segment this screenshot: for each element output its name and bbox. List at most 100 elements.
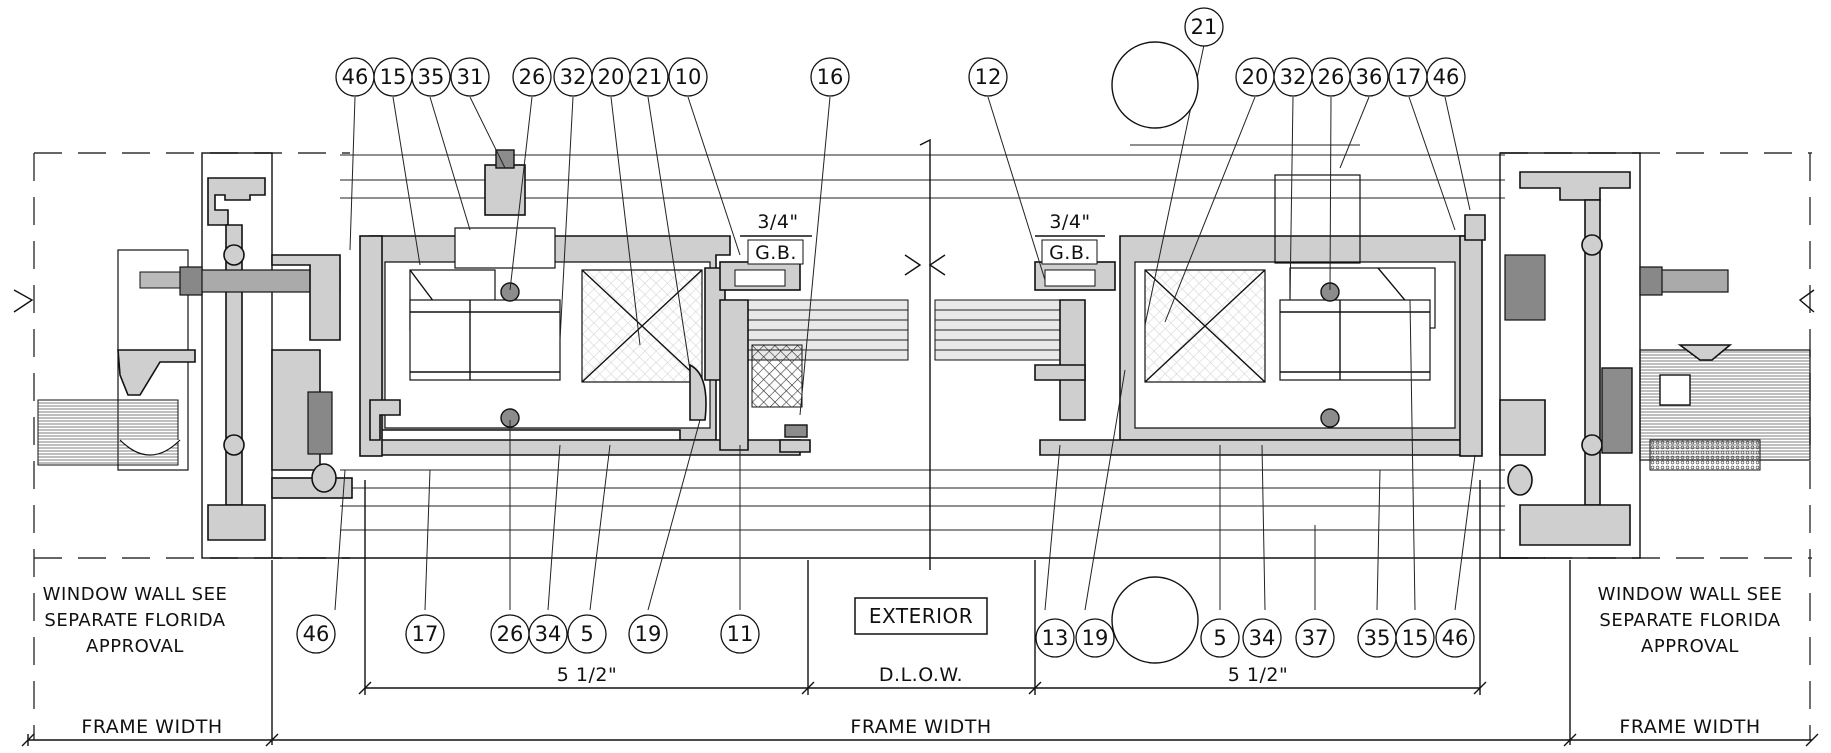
gb-annotation-right: 3/4" G.B. [1035, 211, 1105, 265]
note-line: SEPARATE FLORIDA [44, 610, 225, 631]
window-wall-note-right: WINDOW WALL SEE SEPARATE FLORIDA APPROVA… [1598, 584, 1783, 657]
right-frame-section [1034, 174, 1486, 457]
callout-bubble: 32 [1273, 57, 1313, 97]
callout-bubble: 19 [1075, 618, 1115, 658]
callout-bubble: 20 [591, 57, 631, 97]
callout-label: 31 [457, 65, 484, 89]
callout-bubble: 26 [512, 57, 552, 97]
callout-label: 13 [1042, 626, 1069, 650]
callout-bubble: 37 [1295, 618, 1335, 658]
callout-bubble: 15 [1395, 618, 1435, 658]
callouts-top-right: 21 12 20 32 26 36 17 46 [968, 7, 1466, 97]
callout-label: 34 [1249, 626, 1276, 650]
note-line: APPROVAL [86, 636, 184, 657]
detail-bubbles [1111, 41, 1199, 664]
callout-label: 32 [1280, 65, 1307, 89]
callout-bubble: 46 [1426, 57, 1466, 97]
callout-label: 17 [1395, 65, 1422, 89]
left-glazing [719, 261, 909, 453]
callout-bubble: 46 [296, 614, 336, 654]
callout-label: 15 [380, 65, 407, 89]
callout-bubble: 16 [810, 57, 850, 97]
note-line: WINDOW WALL SEE [1598, 584, 1783, 605]
callout-label: 17 [412, 622, 439, 646]
callout-label: 32 [560, 65, 587, 89]
callout-label: 21 [1191, 15, 1218, 39]
dim-five-half-left: 5 1/2" [557, 664, 617, 686]
callout-bubble: 31 [450, 57, 490, 97]
callout-label: 26 [1318, 65, 1345, 89]
dim-frame-width-center: FRAME WIDTH [850, 716, 991, 738]
callout-bubble: 34 [1242, 618, 1282, 658]
callout-label: 15 [1402, 626, 1429, 650]
callout-label: 5 [1213, 626, 1226, 650]
callout-bubble: 35 [411, 57, 451, 97]
callout-label: 12 [975, 65, 1002, 89]
note-line: APPROVAL [1641, 636, 1739, 657]
leader-lines [334, 44, 1476, 611]
callout-bubble: 17 [1388, 57, 1428, 97]
callout-bubble: 21 [1184, 7, 1224, 47]
callout-bubble: 26 [1311, 57, 1351, 97]
callout-label: 11 [727, 622, 754, 646]
exterior-text: EXTERIOR [869, 604, 973, 628]
callout-bubble: 26 [490, 614, 530, 654]
callout-label: 35 [418, 65, 445, 89]
gb-annotation-left: 3/4" G.B. [740, 211, 812, 265]
callout-bubble: 5 [567, 614, 607, 654]
callout-bubble: 36 [1349, 57, 1389, 97]
callout-label: 5 [580, 622, 593, 646]
note-line: WINDOW WALL SEE [43, 584, 228, 605]
callout-label: 26 [497, 622, 524, 646]
callouts-bottom-right: 13 19 5 34 37 35 15 46 [1035, 618, 1475, 658]
callout-bubble: 19 [628, 614, 668, 654]
callout-bubble: 15 [373, 57, 413, 97]
callout-bubble: 32 [553, 57, 593, 97]
horizontal-reference-lines [273, 154, 1545, 559]
dimension-row-upper: 5 1/2" D.L.O.W. 5 1/2" [358, 480, 1487, 695]
callout-label: 21 [636, 65, 663, 89]
callout-bubble: 10 [668, 57, 708, 97]
gb-label-right: G.B. [1049, 242, 1091, 264]
callout-label: 34 [535, 622, 562, 646]
dimension-row-lower: FRAME WIDTH FRAME WIDTH FRAME WIDTH [21, 560, 1819, 747]
callout-bubble: 11 [720, 614, 760, 654]
callouts-top-left: 46 15 35 31 26 32 20 21 10 16 [335, 57, 850, 97]
callout-label: 36 [1356, 65, 1383, 89]
callout-bubble: 34 [528, 614, 568, 654]
callout-bubble: 35 [1357, 618, 1397, 658]
callout-label: 16 [817, 65, 844, 89]
three-quarter-label-left: 3/4" [757, 211, 798, 233]
window-wall-boundary-left [13, 152, 350, 740]
callout-label: 19 [1082, 626, 1109, 650]
callout-label: 37 [1302, 626, 1329, 650]
callout-label: 10 [675, 65, 702, 89]
callout-bubble: 46 [1435, 618, 1475, 658]
three-quarter-label-right: 3/4" [1049, 211, 1090, 233]
dim-frame-width-right: FRAME WIDTH [1619, 716, 1760, 738]
callout-bubble: 5 [1200, 618, 1240, 658]
callout-label: 46 [1442, 626, 1469, 650]
callout-bubble: 13 [1035, 618, 1075, 658]
callout-label: 20 [1242, 65, 1269, 89]
callouts-bottom-left: 46 17 26 34 5 19 11 [296, 614, 760, 654]
window-wall-note-left: WINDOW WALL SEE SEPARATE FLORIDA APPROVA… [43, 584, 228, 657]
exterior-label: EXTERIOR [854, 597, 988, 635]
callout-bubble: 20 [1235, 57, 1275, 97]
callout-bubble: 46 [335, 57, 375, 97]
callout-bubble: 21 [629, 57, 669, 97]
callout-label: 46 [303, 622, 330, 646]
right-window-wall-profile [1499, 152, 1811, 559]
gb-label-left: G.B. [755, 242, 797, 264]
left-frame-section [359, 149, 801, 457]
callout-label: 46 [342, 65, 369, 89]
callout-bubble: 12 [968, 57, 1008, 97]
callout-label: 46 [1433, 65, 1460, 89]
callout-label: 26 [519, 65, 546, 89]
callout-label: 19 [635, 622, 662, 646]
dim-dlow: D.L.O.W. [879, 664, 963, 686]
left-window-wall-profile [37, 152, 353, 559]
dim-five-half-right: 5 1/2" [1228, 664, 1288, 686]
